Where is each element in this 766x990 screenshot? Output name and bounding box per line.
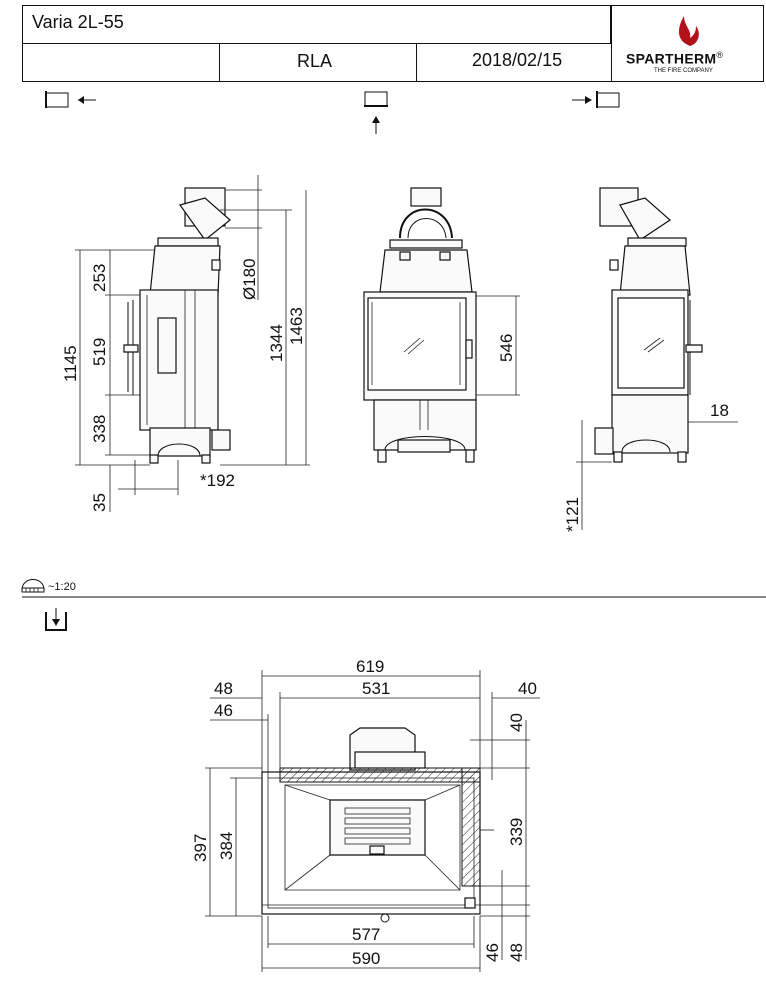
dim-384: 384 [217, 832, 236, 860]
scale-ruler-icon [21, 579, 45, 593]
dim-18: 18 [710, 401, 729, 420]
dim-339: 339 [507, 818, 526, 846]
dim-619: 619 [356, 657, 384, 676]
dim-1463: 1463 [287, 307, 306, 345]
dim-577: 577 [352, 925, 380, 944]
flame-icon [679, 16, 699, 46]
top-view-icon [45, 608, 67, 631]
dim-338: 338 [90, 415, 109, 443]
dim-531: 531 [362, 679, 390, 698]
front-view-icon [364, 91, 388, 134]
top-view: 619 531 48 46 40 40 397 384 339 577 590 … [191, 657, 540, 972]
dim-46-bottom: 46 [483, 943, 502, 962]
brand-name-text: SPARTHERM [626, 50, 717, 67]
dim-397: 397 [191, 834, 210, 862]
dim-46-top: 46 [214, 701, 233, 720]
dim-40-right: 40 [507, 713, 526, 732]
brand-reg: ® [716, 50, 724, 60]
dim-519: 519 [90, 338, 109, 366]
dim-diam-180: Ø180 [240, 258, 259, 300]
front-view: 546 [363, 187, 520, 463]
model-name: Varia 2L-55 [32, 12, 124, 32]
dim-590: 590 [352, 949, 380, 968]
dim-1145: 1145 [61, 345, 80, 382]
drawing-date: 2018/02/15 [472, 50, 563, 70]
dim-48-bottom: 48 [507, 943, 526, 962]
right-view-icon [572, 91, 620, 108]
brand-tagline: THE FIRE COMPANY [654, 68, 713, 74]
dim-40-top: 40 [518, 679, 537, 698]
dim-1344: 1344 [267, 324, 286, 362]
dim-546: 546 [497, 334, 516, 362]
dim-35: 35 [90, 493, 109, 512]
side-view-right: 18 *121 [563, 187, 738, 532]
dim-192: *192 [200, 471, 235, 490]
brand-logo: SPARTHERM® THE FIRE COMPANY [616, 8, 761, 78]
dim-48-top: 48 [214, 679, 233, 698]
variant-code: RLA [297, 51, 333, 71]
left-view-icon [45, 91, 96, 108]
title-cell-logo [611, 5, 764, 82]
dim-121: *121 [563, 497, 582, 532]
brand-name: SPARTHERM® [626, 50, 723, 67]
dim-253: 253 [90, 264, 109, 292]
scale-label: ~1:20 [48, 581, 76, 593]
side-view-left: 253 519 1145 338 35 *192 Ø180 1344 1463 [61, 175, 310, 512]
